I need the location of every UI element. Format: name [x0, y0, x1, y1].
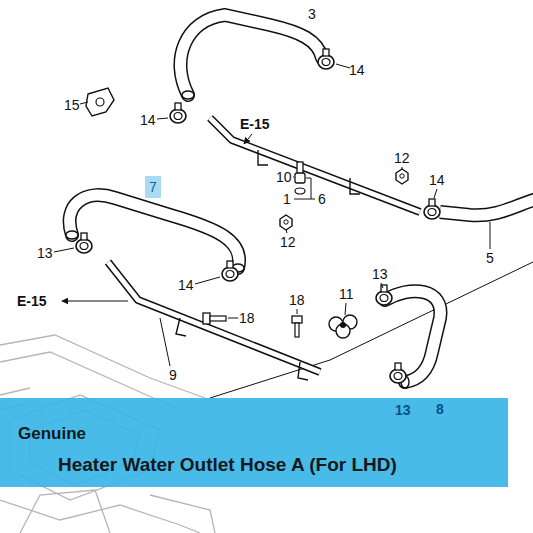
- callout-number: 7: [149, 179, 157, 195]
- water-pipe: [108, 118, 420, 380]
- pipe-body: [210, 118, 420, 212]
- hose-clamp: [170, 103, 186, 123]
- bolt-shank: [295, 323, 299, 337]
- leader-line: [345, 303, 346, 315]
- callout-number: 10: [276, 169, 292, 185]
- hose-clamp: [222, 261, 238, 281]
- hose-outline: [180, 15, 322, 95]
- hose-clamp: [76, 49, 440, 383]
- heater-unit-outline: [0, 335, 205, 398]
- callout-number: 9: [169, 367, 177, 383]
- callout-number: 14: [140, 112, 156, 128]
- leader-line: [402, 167, 403, 169]
- callout-number: 3: [308, 6, 316, 22]
- banner-title: Heater Water Outlet Hose A (For LHD): [58, 454, 397, 476]
- pipe-bracket: [176, 150, 360, 380]
- pipe-holder: [86, 88, 114, 116]
- callout-number: 15: [64, 97, 80, 113]
- callout-number: 1: [283, 191, 291, 207]
- leader-line: [286, 229, 287, 233]
- hose-clamp: [376, 285, 392, 305]
- title-banner: GenuineHeater Water Outlet Hose A (For L…: [0, 398, 508, 487]
- direction-arrow: [62, 301, 128, 302]
- leader-line: [54, 64, 490, 366]
- hose-clamp: [318, 49, 334, 69]
- callout-number: 14: [429, 172, 445, 188]
- hose-body: [70, 195, 239, 268]
- pipe-outline: [108, 262, 320, 372]
- leader-line: [54, 248, 74, 252]
- bolt-shank: [210, 316, 226, 321]
- hose-body: [180, 15, 322, 95]
- leader-line: [434, 189, 437, 198]
- callout-number: 6: [318, 191, 326, 207]
- hose-outline: [70, 195, 239, 268]
- callout-number: 11: [339, 286, 354, 302]
- leader-line: [157, 118, 168, 119]
- hose-clamp: [76, 233, 92, 253]
- hose-end: [66, 231, 78, 239]
- reference-label: E-15: [240, 116, 270, 132]
- hose-body: [440, 198, 533, 215]
- callout-number: 5: [486, 250, 494, 266]
- banner-heading: Genuine: [18, 424, 86, 444]
- grommet-nut: [280, 215, 292, 230]
- hose-outline: [440, 198, 533, 215]
- callout-number-box: 7: [145, 176, 161, 198]
- direction-arrow: [244, 134, 252, 144]
- leader-line: [381, 283, 383, 288]
- heater-unit-outline: [150, 495, 215, 533]
- hose-clamp: [424, 199, 440, 219]
- callout-number: 14: [178, 277, 194, 293]
- leader-line: [490, 222, 491, 249]
- hose-end: [182, 91, 194, 99]
- leader-line: [336, 64, 350, 68]
- pipe-outline: [210, 118, 420, 212]
- callout-number: 14: [349, 62, 365, 78]
- leader-line: [160, 318, 170, 366]
- grommet: [329, 315, 357, 338]
- hose-clamp: [390, 363, 406, 383]
- grommet: [340, 322, 346, 328]
- callout-number: 18: [289, 292, 305, 308]
- callout-number: 13: [372, 266, 388, 282]
- grommet-nut: [396, 169, 408, 184]
- heater-unit-outline: [20, 490, 110, 533]
- pipe-holder: [96, 98, 104, 106]
- cap-clip: [295, 188, 305, 194]
- floor-line: [210, 262, 533, 398]
- callout-number: 12: [394, 150, 410, 166]
- hose-body: [385, 291, 440, 382]
- leader-line: [195, 277, 220, 284]
- reference-label: E-15: [17, 293, 47, 309]
- pipe-body: [108, 262, 320, 372]
- callout-number: 13: [395, 402, 411, 418]
- nipple-cap: [295, 173, 305, 183]
- pipe-nipple: [297, 162, 303, 174]
- leader-line: [228, 318, 238, 319]
- callout-number: 13: [37, 245, 53, 261]
- callout-number: 12: [280, 234, 296, 250]
- hose: [66, 15, 533, 388]
- leader-line: [80, 102, 88, 104]
- bolt-head: [203, 313, 210, 324]
- callout-number: 8: [436, 401, 444, 417]
- callout-number: 18: [239, 310, 255, 326]
- leader-line: [297, 309, 298, 314]
- leader-bracket: [293, 177, 315, 199]
- hose-outline: [385, 291, 440, 382]
- pipe-holder: [86, 88, 114, 116]
- bolt-head: [292, 316, 302, 323]
